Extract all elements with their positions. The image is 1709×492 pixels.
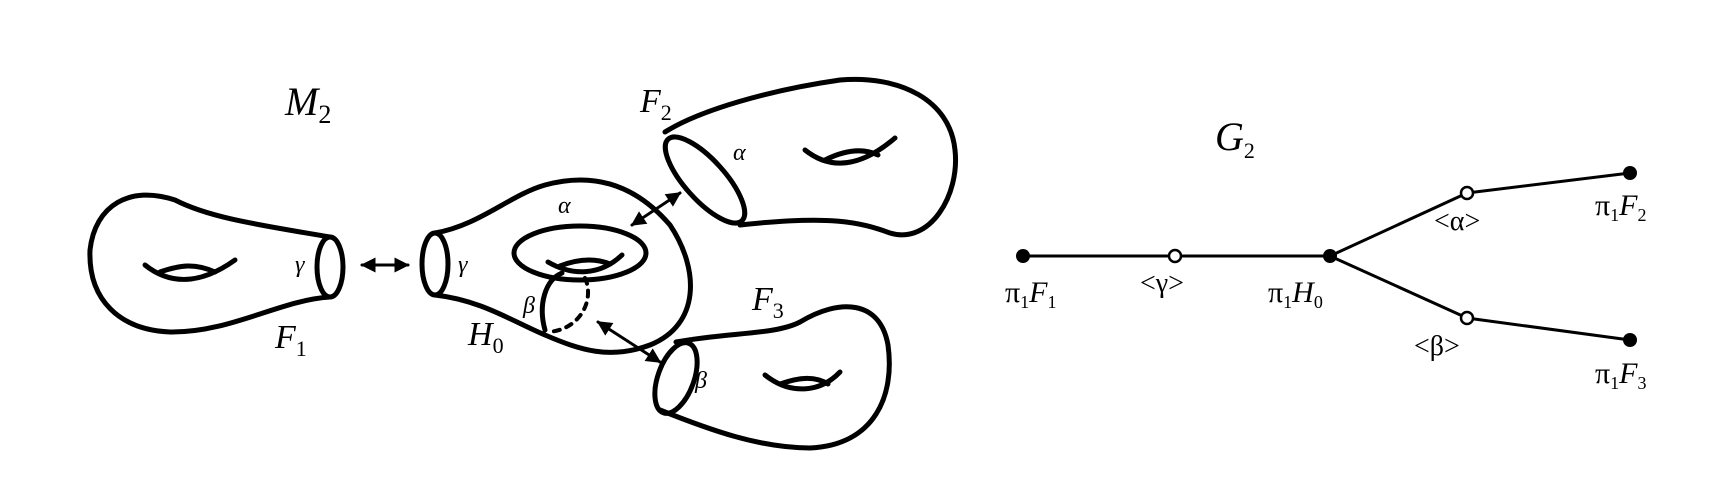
f3-outline	[657, 304, 892, 451]
arrow-h0-f3	[596, 320, 662, 364]
h0-alpha-curve	[511, 223, 649, 283]
f2-outline	[662, 76, 959, 238]
label-pif3: π1F3	[1595, 357, 1646, 393]
node-pif2	[1623, 166, 1637, 180]
piece-f2: α F2	[639, 76, 959, 238]
f3-beta-label: β	[694, 368, 707, 394]
label-pih0: π1H0	[1268, 276, 1323, 312]
f1-handle-bottom	[157, 263, 218, 275]
f2-handle-bottom	[822, 148, 881, 163]
edge-alpha-f2	[1465, 171, 1632, 195]
g2-title: G2	[1215, 114, 1255, 163]
edge-h0-alpha	[1328, 191, 1469, 258]
f3-boundary-ellipse	[652, 340, 700, 416]
h0-outline	[432, 177, 693, 355]
f1-boundary-ellipse	[314, 234, 346, 300]
edge-h0-beta	[1328, 254, 1469, 320]
h0-beta-label: β	[522, 293, 535, 319]
node-pih0	[1323, 249, 1337, 263]
label-pif1: π1F1	[1005, 276, 1056, 312]
label-gamma: <γ>	[1140, 268, 1184, 299]
f3-handle-bottom	[777, 375, 831, 387]
label-beta: <β>	[1414, 331, 1460, 362]
h0-gamma-label: γ	[458, 252, 468, 278]
edge-beta-f3	[1465, 316, 1632, 342]
h0-handle-top	[545, 252, 625, 275]
node-alpha	[1459, 185, 1475, 201]
piece-h0: γ α β H0	[419, 177, 693, 358]
node-pif1	[1016, 249, 1030, 263]
h0-label: H0	[467, 316, 504, 358]
node-gamma	[1167, 248, 1183, 264]
node-beta	[1459, 310, 1475, 326]
label-pif2: π1F2	[1595, 189, 1646, 225]
h0-beta-curve	[539, 270, 565, 333]
f3-label: F3	[751, 281, 784, 323]
piece-f3: β F3	[652, 281, 892, 451]
piece-f1: γ F1	[87, 192, 346, 361]
f2-alpha-label: α	[733, 140, 746, 166]
h0-boundary-ellipse	[419, 230, 451, 298]
f2-label: F2	[639, 83, 672, 125]
h0-alpha-label: α	[558, 193, 571, 219]
m2-title: M2	[284, 79, 331, 129]
h0-beta-hidden	[546, 276, 591, 334]
node-pif3	[1623, 333, 1637, 347]
h0-handle-bottom	[557, 257, 613, 269]
arrow-h0-f2	[630, 191, 682, 227]
f1-outline	[87, 192, 333, 335]
label-alpha: <α>	[1434, 206, 1480, 237]
f1-handle-top	[142, 257, 238, 282]
f1-label: F1	[274, 319, 307, 361]
f2-handle-top	[802, 135, 898, 166]
f3-handle-top	[762, 369, 843, 392]
f1-gamma-label: γ	[295, 252, 305, 278]
graph-g2: G2 π1F1 <γ> π1H0 <α> <β> π1F2 π1F3	[1005, 114, 1646, 393]
manifold-m2: M2 γ F1 γ α β H0	[87, 76, 959, 451]
f2-boundary-ellipse	[662, 134, 748, 226]
